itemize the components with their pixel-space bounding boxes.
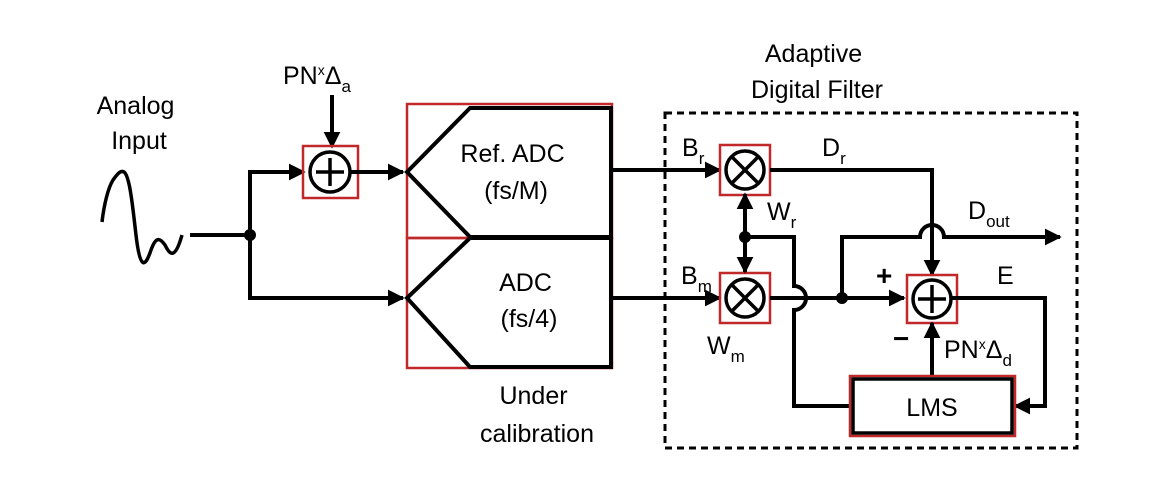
- adc-label: ADC (fs/4): [499, 269, 559, 333]
- ref-adc-block: [404, 102, 614, 240]
- adder-a: [301, 144, 360, 200]
- adder-error: [905, 273, 959, 325]
- dr-label: Dr: [822, 134, 846, 168]
- lms-block: [848, 374, 1017, 438]
- wire-to-adc: [248, 235, 405, 307]
- adc-block: [404, 236, 614, 370]
- br-label: Br: [682, 134, 705, 168]
- wire-dr: [770, 168, 941, 277]
- multiplier-m: [718, 271, 772, 325]
- wire-lms-feedback: [745, 235, 850, 408]
- wm-label: Wm: [707, 332, 745, 366]
- wire-to-adder-a: [248, 163, 306, 235]
- analog-input-label: Analog Input: [97, 92, 182, 155]
- ref-adc-label: Ref. ADC (fs/M): [460, 140, 571, 205]
- e-label: E: [997, 262, 1014, 290]
- wr-label: Wr: [767, 198, 797, 232]
- multiplier-r: [718, 143, 772, 197]
- dither-d-label: PNxΔd: [944, 336, 1012, 370]
- dout-label: Dout: [968, 197, 1010, 231]
- adaptive-filter-region: [663, 111, 1079, 450]
- wire-dout: [840, 223, 1062, 298]
- adaptive-filter-label: Adaptive Digital Filter: [751, 40, 883, 104]
- analog-waveform: [100, 169, 184, 265]
- minus-sign: −: [893, 323, 909, 354]
- lms-label: LMS: [906, 394, 957, 422]
- plus-sign: +: [876, 260, 892, 291]
- wire-error: [951, 296, 1047, 415]
- under-calibration-label: Under calibration: [480, 382, 594, 448]
- dither-a-label: PNxΔa: [283, 62, 351, 96]
- bm-label: Bm: [681, 262, 712, 296]
